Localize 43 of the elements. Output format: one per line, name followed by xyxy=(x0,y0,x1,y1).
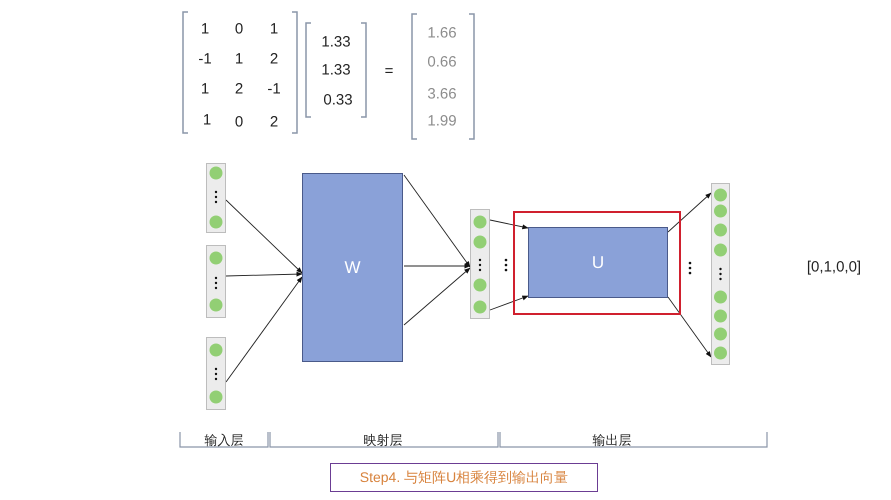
neuron-column xyxy=(206,245,226,318)
vector-entry: 1.33 xyxy=(321,62,351,78)
neuron-column xyxy=(206,163,226,233)
layer-label: 输入层 xyxy=(204,434,244,446)
arrow xyxy=(226,200,302,274)
matrix-entry: -1 xyxy=(198,52,212,66)
vector-entry: 3.66 xyxy=(427,86,457,102)
neuron-column xyxy=(206,337,226,410)
matrix-box: W xyxy=(302,173,403,362)
neuron-column xyxy=(470,209,490,319)
arrow xyxy=(404,174,470,268)
vector-entry: 1.33 xyxy=(321,34,351,50)
arrow xyxy=(668,192,712,232)
matrix-entry: 1 xyxy=(234,52,244,66)
matrix-entry: 1 xyxy=(202,112,212,128)
arrow xyxy=(404,268,470,326)
matrix-entry: 2 xyxy=(270,114,278,130)
matrix-entry: 2 xyxy=(234,82,244,96)
matrix-entry: 1 xyxy=(200,82,210,96)
output-vector: [0,1,0,0] xyxy=(806,260,862,274)
matrix-entry: 1 xyxy=(270,22,278,36)
equals-sign: = xyxy=(384,64,394,78)
matrix-entry: 0 xyxy=(234,114,244,130)
vector-entry: 0.66 xyxy=(427,54,457,70)
highlight-frame xyxy=(513,211,681,315)
neuron-column xyxy=(711,183,730,365)
matrix-entry: 0 xyxy=(234,22,244,36)
arrow xyxy=(226,272,303,277)
arrow xyxy=(490,296,529,310)
vector-entry: 0.33 xyxy=(323,92,353,108)
arrow xyxy=(226,276,302,382)
vector-entry: 1.99 xyxy=(427,114,457,128)
matrix-box: U xyxy=(528,227,668,298)
arrow xyxy=(404,263,471,269)
matrix-entry: 2 xyxy=(270,52,278,66)
layer-label: 输出层 xyxy=(592,434,632,446)
vector-entry: 1.66 xyxy=(427,26,457,40)
arrow xyxy=(668,296,712,358)
arrow xyxy=(490,220,529,230)
matrix-entry: -1 xyxy=(267,82,281,96)
layer-label: 映射层 xyxy=(364,434,402,446)
caption-box: Step4. 与矩阵U相乘得到输出向量 xyxy=(330,463,598,492)
matrix-entry: 1 xyxy=(200,22,210,36)
